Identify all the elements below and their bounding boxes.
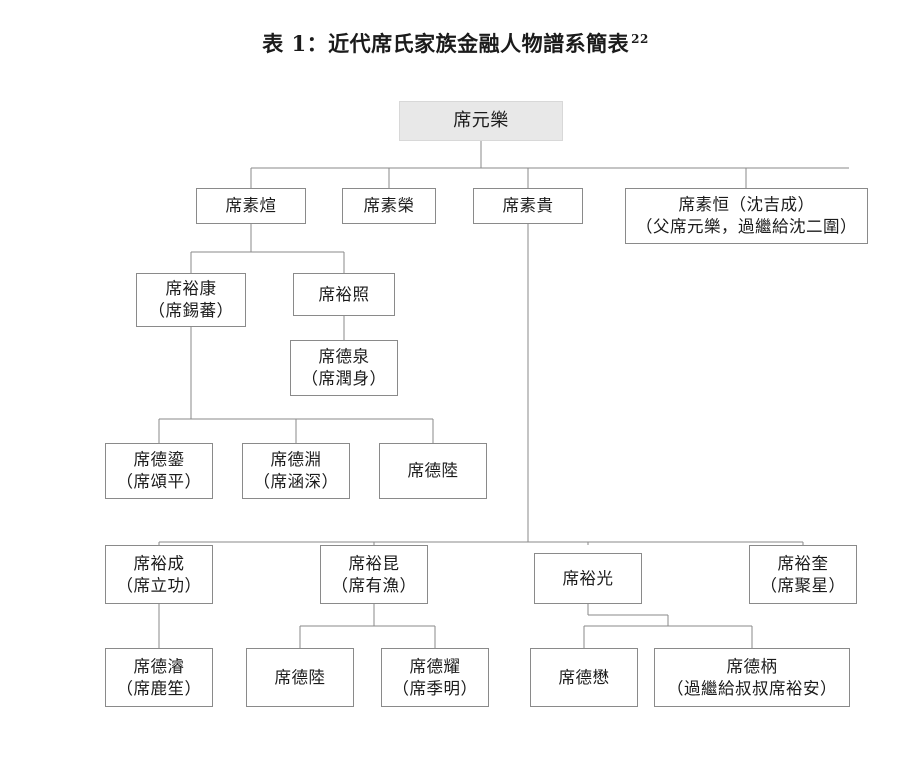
node-xi-suheng[interactable]: 席素恒（沈吉成） （父席元樂，過繼給沈二圍） bbox=[625, 188, 868, 244]
page-title-text: 表 1：近代席氏家族金融人物譜系簡表 bbox=[262, 31, 630, 56]
node-label-line1: 席素貴 bbox=[502, 196, 554, 216]
node-label-line1: 席裕昆 bbox=[348, 553, 400, 573]
node-label-line2: （席鹿笙） bbox=[116, 678, 202, 698]
node-label-line2: （過繼給叔叔席裕安） bbox=[667, 678, 837, 698]
node-label-line2: （席錫蕃） bbox=[148, 301, 234, 320]
node-label-line1: 席德懋 bbox=[558, 667, 610, 687]
node-label-line2: （席頌平） bbox=[116, 472, 202, 491]
node-label-line1: 席裕光 bbox=[562, 568, 614, 588]
node-xi-yuguang[interactable]: 席裕光 bbox=[534, 553, 642, 604]
node-xi-dejun[interactable]: 席德濬 （席鹿笙） bbox=[105, 648, 213, 707]
node-xi-yucheng[interactable]: 席裕成 （席立功） bbox=[105, 545, 213, 604]
node-xi-yukang[interactable]: 席裕康 （席錫蕃） bbox=[136, 273, 246, 327]
node-xi-suxuan[interactable]: 席素煊 bbox=[196, 188, 306, 224]
node-label-line1: 席德鎏 bbox=[133, 450, 185, 470]
node-xi-delu-gen6[interactable]: 席德陸 bbox=[246, 648, 354, 707]
node-label-line1: 席德泉 bbox=[318, 347, 370, 367]
node-xi-yuzhao[interactable]: 席裕照 bbox=[293, 273, 395, 316]
node-xi-demao[interactable]: 席德懋 bbox=[530, 648, 638, 707]
node-xi-deliu[interactable]: 席德鎏 （席頌平） bbox=[105, 443, 213, 499]
node-label-line1: 席德陸 bbox=[274, 667, 326, 687]
node-label-line1: 席德陸 bbox=[407, 461, 459, 481]
node-xi-dequan[interactable]: 席德泉 （席潤身） bbox=[290, 340, 398, 396]
node-xi-yukui[interactable]: 席裕奎 （席聚星） bbox=[749, 545, 857, 604]
node-label-line1: 席裕成 bbox=[133, 553, 185, 573]
node-xi-debing[interactable]: 席德柄 （過繼給叔叔席裕安） bbox=[654, 648, 850, 707]
node-xi-surong[interactable]: 席素榮 bbox=[342, 188, 436, 224]
node-label-line2: （席聚星） bbox=[760, 575, 846, 595]
node-label-line1: 席德柄 bbox=[726, 656, 778, 676]
node-label-line1: 席裕康 bbox=[165, 279, 217, 299]
node-xi-yukun[interactable]: 席裕昆 （席有漁） bbox=[320, 545, 428, 604]
node-label-line2: （席有漁） bbox=[331, 575, 417, 595]
footnote-marker: 22 bbox=[631, 32, 649, 46]
node-label-line2: （席潤身） bbox=[301, 369, 387, 388]
node-label-line1: 席元樂 bbox=[453, 110, 509, 132]
node-label-line1: 席素榮 bbox=[363, 196, 415, 216]
node-xi-sugui[interactable]: 席素貴 bbox=[473, 188, 583, 224]
node-label-line2: （父席元樂，過繼給沈二圍） bbox=[636, 217, 857, 236]
node-xi-deyuan[interactable]: 席德淵 （席涵深） bbox=[242, 443, 350, 499]
node-label-line1: 席德耀 bbox=[409, 656, 461, 676]
node-label-line1: 席裕奎 bbox=[777, 553, 829, 573]
node-label-line1: 席素恒（沈吉成） bbox=[678, 195, 815, 215]
node-xi-yuanle[interactable]: 席元樂 bbox=[399, 101, 563, 141]
node-label-line2: （席立功） bbox=[116, 575, 202, 595]
node-label-line1: 席德濬 bbox=[133, 656, 185, 676]
node-label-line2: （席季明） bbox=[392, 678, 478, 698]
node-xi-delu-gen4[interactable]: 席德陸 bbox=[379, 443, 487, 499]
node-label-line1: 席裕照 bbox=[318, 284, 370, 304]
node-xi-deyao[interactable]: 席德耀 （席季明） bbox=[381, 648, 489, 707]
node-label-line2: （席涵深） bbox=[253, 472, 339, 491]
node-label-line1: 席德淵 bbox=[270, 450, 322, 470]
node-label-line1: 席素煊 bbox=[225, 196, 277, 216]
